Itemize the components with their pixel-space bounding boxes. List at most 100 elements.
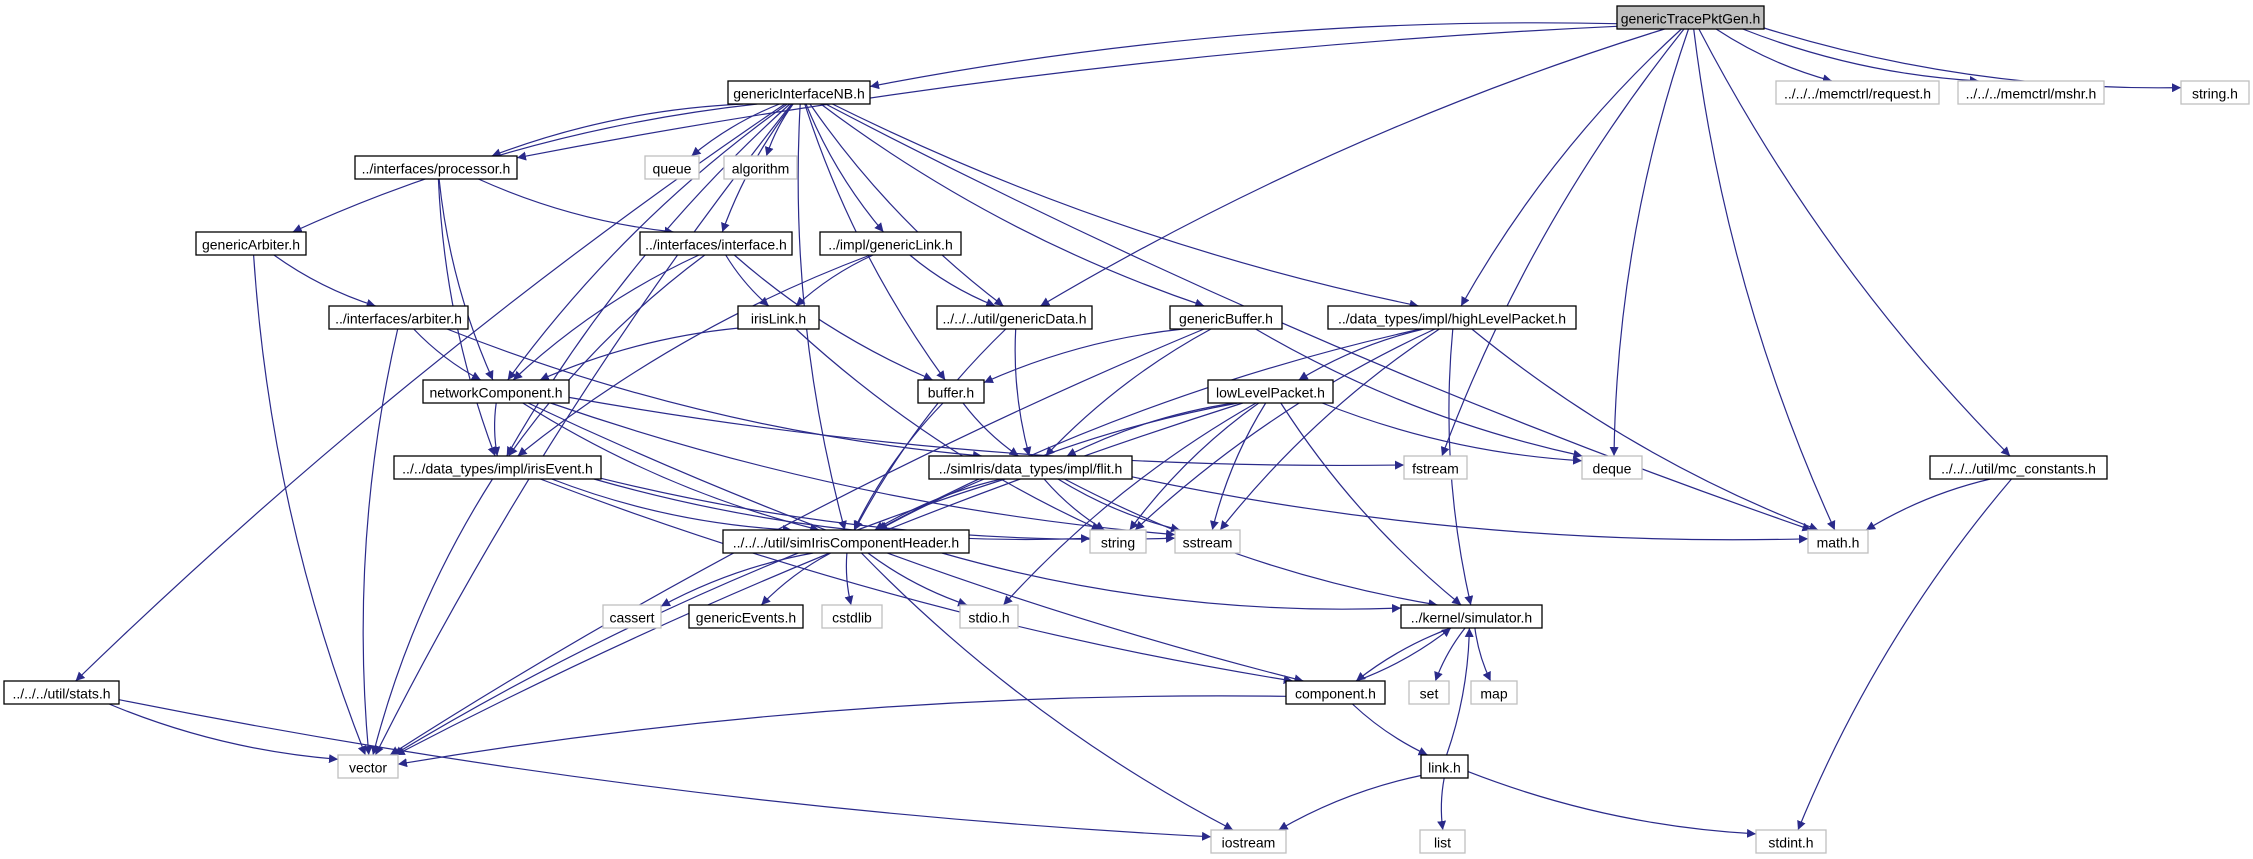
node-genericInterfaceNB[interactable]: genericInterfaceNB.h: [727, 80, 871, 105]
node-interface[interactable]: ../interfaces/interface.h: [639, 231, 793, 256]
node-box: [1207, 379, 1334, 404]
edge-genericLink-to-genericData: [909, 254, 996, 307]
node-box: [328, 305, 469, 330]
node-box: [1400, 604, 1543, 629]
edge-flit-to-math_h: [1131, 476, 1809, 544]
edge-interface-to-irisLink: [725, 254, 770, 307]
node-label: ../../../util/stats.h: [12, 686, 110, 702]
node-lowLevelPacket[interactable]: lowLevelPacket.h: [1207, 379, 1334, 404]
node-label: ../impl/genericLink.h: [828, 237, 953, 253]
node-box: [1929, 455, 2108, 480]
node-label: genericInterfaceNB.h: [733, 86, 865, 102]
node-simulator[interactable]: ../kernel/simulator.h: [1400, 604, 1543, 629]
edge-genericBuffer-to-deque: [1255, 328, 1583, 459]
edge-lowLevelPacket-to-sstream: [1210, 402, 1267, 531]
node-label: genericEvents.h: [696, 610, 796, 626]
node-box: [821, 604, 883, 629]
node-box: [1285, 680, 1386, 705]
edge-genericInterfaceNB-to-vector: [374, 103, 793, 756]
node-cstdlib: cstdlib: [821, 604, 883, 629]
edge-genericInterfaceNB-to-genericBuffer: [820, 103, 1205, 308]
node-label: ../interfaces/interface.h: [645, 237, 787, 253]
edge-arbiter-to-vector: [362, 328, 399, 756]
node-highLevelPacket[interactable]: ../data_types/impl/highLevelPacket.h: [1327, 305, 1577, 330]
node-label: genericArbiter.h: [202, 237, 300, 253]
node-label: iostream: [1222, 835, 1276, 851]
node-label: ../simIris/data_types/impl/flit.h: [939, 461, 1123, 477]
node-arbiter[interactable]: ../interfaces/arbiter.h: [328, 305, 469, 330]
node-box: [1420, 754, 1469, 779]
node-box: [1419, 829, 1466, 854]
node-box: [1089, 529, 1147, 554]
dependency-edges: [75, 22, 2182, 841]
edge-flit-to-sstream: [1057, 478, 1181, 533]
node-box: [1174, 529, 1241, 554]
edge-component-to-vector: [397, 695, 1287, 768]
node-box: [1210, 829, 1287, 854]
node-networkComponent[interactable]: networkComponent.h: [422, 379, 570, 404]
node-label: ../../data_types/impl/irisEvent.h: [402, 461, 593, 477]
node-box: [393, 455, 602, 480]
edge-link-to-iostream: [1278, 774, 1422, 831]
node-buffer[interactable]: buffer.h: [917, 379, 985, 404]
node-label: ../../../util/mc_constants.h: [1941, 461, 2096, 477]
node-stats[interactable]: ../../../util/stats.h: [3, 680, 120, 705]
node-irisLink[interactable]: irisLink.h: [737, 305, 820, 330]
node-processor[interactable]: ../interfaces/processor.h: [354, 155, 518, 180]
node-box: [959, 604, 1019, 629]
edge-genericLink-to-irisLink: [795, 254, 874, 307]
node-irisEvent[interactable]: ../../data_types/impl/irisEvent.h: [393, 455, 602, 480]
edge-genericTracePktGen-to-mc_constants: [1698, 28, 2011, 457]
node-genericEvents[interactable]: genericEvents.h: [688, 604, 804, 629]
edge-irisLink-to-networkComponent: [539, 327, 739, 381]
edge-irisLink-to-string: [795, 328, 1101, 531]
node-box: [819, 231, 962, 256]
edge-arbiter-to-flit: [446, 328, 983, 460]
edge-irisEvent-to-vector: [370, 478, 494, 756]
node-genericData[interactable]: ../../../util/genericData.h: [936, 305, 1093, 330]
edge-irisEvent-to-component: [540, 478, 1293, 685]
node-component[interactable]: component.h: [1285, 680, 1386, 705]
node-label: queue: [653, 161, 692, 177]
node-link[interactable]: link.h: [1420, 754, 1469, 779]
node-label: networkComponent.h: [429, 385, 562, 401]
edge-highLevelPacket-to-string: [1134, 328, 1436, 531]
node-string_h: string.h: [2180, 80, 2250, 105]
edge-interface-to-irisEvent: [508, 254, 706, 457]
node-map: map: [1470, 680, 1518, 705]
edge-simIrisComponentHeader-to-cassert: [660, 552, 814, 607]
edge-genericTracePktGen-to-string_h: [1763, 27, 2182, 93]
node-string: string: [1089, 529, 1147, 554]
node-label: ../interfaces/processor.h: [362, 161, 511, 177]
node-box: [337, 754, 399, 779]
edge-irisEvent-to-string: [593, 478, 1091, 544]
node-label: stdio.h: [968, 610, 1009, 626]
node-simIrisComponentHeader[interactable]: ../../../util/simIrisComponentHeader.h: [722, 529, 970, 554]
node-genericArbiter[interactable]: genericArbiter.h: [195, 231, 307, 256]
node-box: [354, 155, 518, 180]
edge-genericInterfaceNB-to-processor: [491, 103, 744, 158]
node-genericLink[interactable]: ../impl/genericLink.h: [819, 231, 962, 256]
node-label: link.h: [1428, 760, 1461, 776]
node-label: map: [1480, 686, 1507, 702]
node-label: stdint.h: [1768, 835, 1813, 851]
edge-genericTracePktGen-to-processor: [516, 25, 1618, 161]
edge-simIrisComponentHeader-to-iostream: [860, 552, 1234, 831]
edge-simulator-to-map: [1474, 627, 1492, 682]
edge-genericTracePktGen-to-genericInterfaceNB: [869, 22, 1618, 90]
node-box: [1616, 5, 1765, 30]
edge-genericBuffer-to-vector: [389, 328, 1205, 756]
edge-link-to-simulator: [1446, 627, 1474, 756]
edge-genericTracePktGen-to-math_h: [1693, 28, 1836, 531]
node-label: ../interfaces/arbiter.h: [335, 311, 462, 327]
node-mc_constants[interactable]: ../../../util/mc_constants.h: [1929, 455, 2108, 480]
edge-genericInterfaceNB-to-networkComponent: [507, 103, 788, 381]
node-flit[interactable]: ../simIris/data_types/impl/flit.h: [928, 455, 1133, 480]
node-genericBuffer[interactable]: genericBuffer.h: [1169, 305, 1283, 330]
node-box: [722, 529, 970, 554]
edge-genericInterfaceNB-to-genericLink: [805, 103, 884, 233]
edge-genericData-to-simIrisComponentHeader: [854, 328, 1007, 531]
edge-interface-to-networkComponent: [512, 254, 700, 381]
node-queue: queue: [644, 155, 700, 180]
node-math_h: math.h: [1807, 529, 1869, 554]
